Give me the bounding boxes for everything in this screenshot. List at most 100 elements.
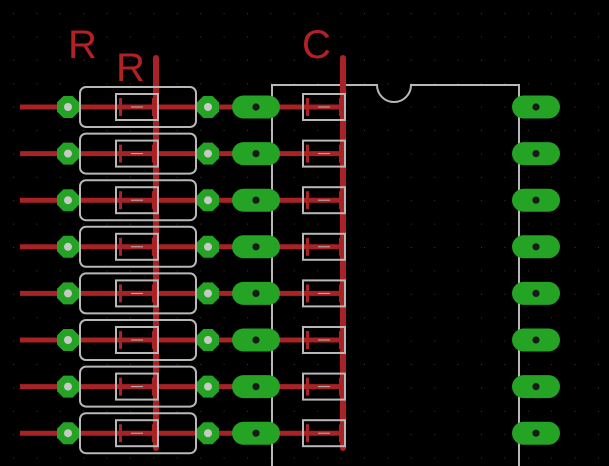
grid-dot — [270, 223, 272, 225]
grid-dot — [410, 387, 412, 389]
capacitor-smd[interactable] — [302, 139, 346, 168]
capacitor-pad[interactable] — [232, 328, 280, 352]
resistor-pad-left[interactable] — [57, 142, 79, 165]
grid-dot — [13, 223, 14, 225]
smd-terminal-left — [306, 144, 309, 163]
resistor-smd[interactable] — [115, 326, 159, 354]
capacitor-smd[interactable] — [302, 232, 346, 261]
grid-dot — [83, 317, 85, 319]
ic-body-outline[interactable] — [271, 84, 520, 466]
grid-dot — [36, 457, 38, 459]
resistor-smd[interactable] — [115, 279, 159, 308]
grid-dot — [364, 36, 365, 38]
grid-dot — [410, 200, 412, 202]
capacitor-pad[interactable] — [232, 235, 280, 259]
grid-dot — [434, 270, 436, 272]
capacitor-smd[interactable] — [302, 186, 346, 215]
grid-dot — [83, 36, 85, 38]
ic-pin-pad[interactable] — [512, 375, 560, 399]
grid-dot — [434, 153, 436, 155]
grid-dot — [106, 176, 108, 178]
grid-dot — [200, 176, 202, 178]
grid-dot — [551, 36, 553, 38]
grid-dot — [59, 223, 61, 225]
grid-dot — [598, 106, 599, 108]
resistor-pad-right[interactable] — [197, 282, 219, 305]
ic-pin-pad[interactable] — [512, 95, 560, 119]
resistor-pad-left[interactable] — [57, 422, 79, 445]
grid-dot — [457, 293, 459, 295]
resistor-pad-right[interactable] — [197, 142, 219, 165]
ic-pin-pad[interactable] — [512, 328, 560, 352]
resistor-pad-left[interactable] — [57, 235, 79, 258]
resistor-pad-left[interactable] — [57, 329, 79, 351]
grid-dot — [481, 434, 482, 436]
capacitor-smd[interactable] — [302, 419, 346, 448]
grid-dot — [504, 364, 506, 365]
grid-dot — [200, 130, 202, 131]
grid-dot — [481, 387, 482, 389]
capacitor-pad[interactable] — [232, 375, 280, 399]
resistor-pad-left[interactable] — [57, 189, 79, 212]
grid-dot — [574, 387, 576, 389]
grid-dot — [481, 153, 482, 155]
grid-dot — [83, 223, 85, 225]
grid-dot — [340, 36, 342, 38]
grid-dot — [364, 410, 365, 412]
grid-dot — [13, 59, 14, 61]
capacitor-smd[interactable] — [302, 279, 346, 308]
grid-dot — [270, 59, 272, 61]
capacitor-pad[interactable] — [232, 95, 280, 119]
grid-dot — [434, 317, 436, 319]
ic-pin-pad[interactable] — [512, 188, 560, 212]
resistor-smd[interactable] — [115, 232, 159, 261]
resistor-pad-right[interactable] — [197, 375, 219, 398]
ic-pin-pad[interactable] — [512, 421, 560, 445]
smd-terminal-left — [306, 98, 309, 116]
grid-dot — [106, 270, 108, 272]
resistor-smd[interactable] — [115, 139, 159, 168]
grid-dot — [176, 59, 178, 61]
grid-dot — [434, 176, 436, 178]
ic-pin-pad[interactable] — [512, 281, 560, 305]
resistor-package-outline — [79, 365, 197, 408]
grid-dot — [481, 83, 482, 85]
grid-dot — [527, 36, 529, 38]
grid-dot — [223, 130, 225, 131]
capacitor-smd[interactable] — [302, 372, 346, 401]
resistor-pad-left[interactable] — [57, 282, 79, 305]
capacitor-smd[interactable] — [302, 326, 346, 354]
grid-dot — [504, 223, 506, 225]
resistor-pad-right[interactable] — [197, 189, 219, 212]
resistor-pad-left[interactable] — [57, 375, 79, 398]
grid-dot — [574, 59, 576, 61]
ic-pin-pad[interactable] — [512, 235, 560, 259]
resistor-smd[interactable] — [115, 186, 159, 215]
grid-dot — [434, 36, 436, 38]
grid-dot — [527, 59, 529, 61]
capacitor-pad[interactable] — [232, 142, 280, 166]
capacitor-pad[interactable] — [232, 188, 280, 212]
resistor-smd[interactable] — [115, 93, 159, 121]
smd-terminal-right — [152, 98, 155, 116]
resistor-smd[interactable] — [115, 372, 159, 401]
grid-dot — [410, 247, 412, 248]
resistor-smd[interactable] — [115, 419, 159, 448]
grid-dot — [457, 317, 459, 319]
resistor-pad-right[interactable] — [197, 329, 219, 351]
resistor-pad-right[interactable] — [197, 235, 219, 258]
grid-dot — [200, 36, 202, 38]
ic-pin-pad[interactable] — [512, 142, 560, 166]
capacitor-pad[interactable] — [232, 281, 280, 305]
capacitor-pad[interactable] — [232, 421, 280, 445]
grid-dot — [176, 457, 178, 459]
capacitor-smd[interactable] — [302, 93, 346, 121]
grid-dot — [340, 13, 342, 14]
resistor-pad-left[interactable] — [57, 96, 79, 118]
grid-dot — [598, 130, 599, 131]
grid-dot — [504, 410, 506, 412]
grid-dot — [387, 223, 389, 225]
resistor-pad-right[interactable] — [197, 96, 219, 118]
resistor-pad-right[interactable] — [197, 422, 219, 445]
